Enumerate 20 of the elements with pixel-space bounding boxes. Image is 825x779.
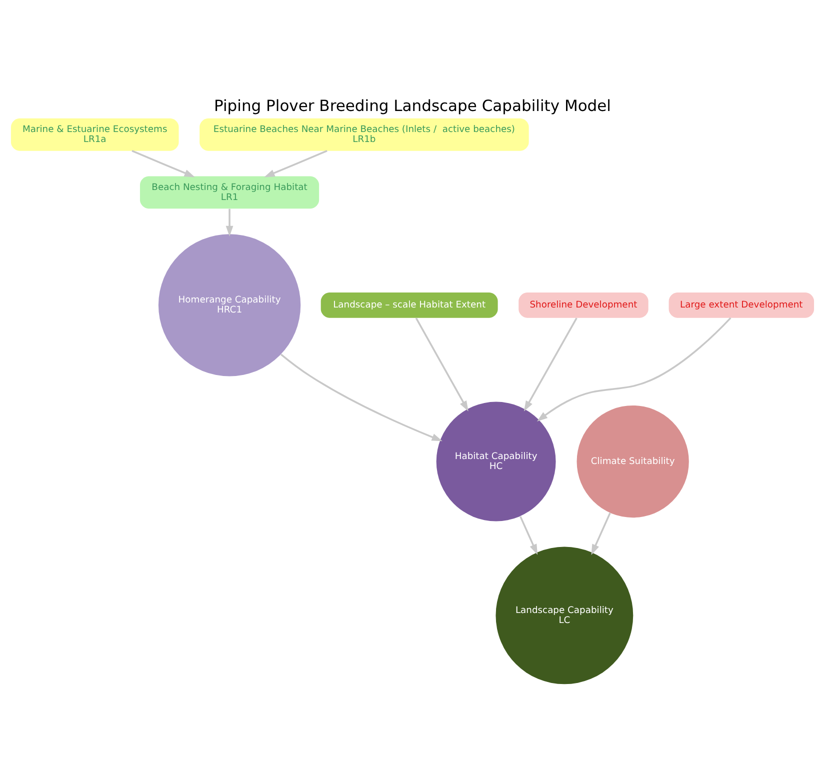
node-circle: Climate Suitability [576, 404, 689, 518]
node-box: Estuarine Beaches Near Marine Beaches (Inlets / active beaches) LR1b [200, 118, 529, 150]
node-box: Landscape – scale Habitat Extent [320, 292, 498, 318]
arrow [591, 512, 611, 554]
node-box: Marine & Estuarine Ecosystems LR1a [10, 118, 179, 150]
node-box: Shoreline Development [518, 292, 648, 318]
arrow [415, 317, 468, 411]
arrow [520, 516, 538, 554]
arrow [524, 317, 578, 411]
arrow [264, 150, 328, 177]
diagram-title: Piping Plover Breeding Landscape Capability Model [214, 96, 611, 115]
node-circle: Landscape Capability LC [496, 546, 634, 684]
node-circle: Homerange Capability HRC1 [158, 234, 301, 376]
arrow [226, 208, 234, 236]
arrow [536, 316, 732, 421]
node-circle: Habitat Capability HC [436, 401, 556, 521]
node-box: Beach Nesting & Foraging Habitat LR1 [140, 176, 320, 208]
arrow [280, 353, 442, 441]
arrow [132, 150, 195, 177]
node-box: Large extent Development [668, 292, 814, 318]
